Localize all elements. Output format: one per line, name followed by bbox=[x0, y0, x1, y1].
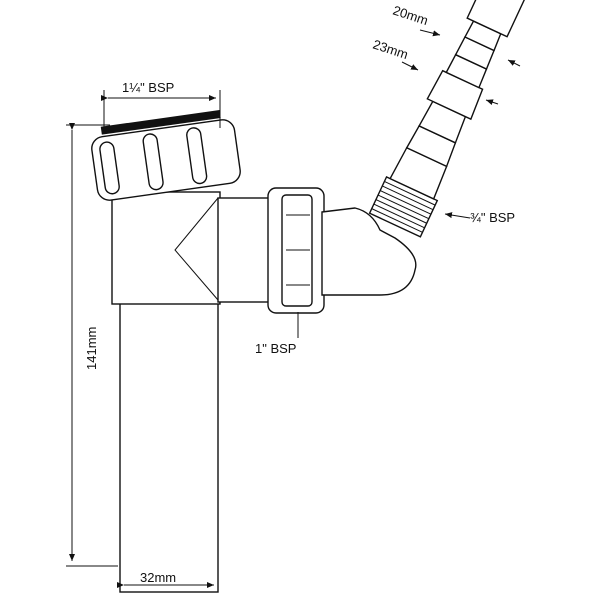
hose-bsp-label: ¾" BSP bbox=[470, 210, 515, 225]
top-bsp-label: 1¼" BSP bbox=[122, 80, 174, 95]
hose-tail bbox=[368, 0, 527, 238]
elbow bbox=[321, 207, 417, 296]
tail-pipe bbox=[119, 299, 219, 593]
hose-23mm-label: 23mm bbox=[371, 37, 410, 62]
side-nut bbox=[267, 187, 325, 314]
tee-body bbox=[111, 191, 221, 305]
side-bsp-label: 1" BSP bbox=[255, 341, 296, 356]
branch-junction bbox=[174, 197, 219, 301]
hose-20mm-label: 20mm bbox=[391, 3, 430, 28]
dimension-lines bbox=[66, 29, 521, 588]
top-nut bbox=[91, 110, 241, 201]
side-branch bbox=[217, 197, 271, 303]
width-dimension-label: 32mm bbox=[140, 570, 176, 585]
height-dimension-label: 141mm bbox=[84, 327, 99, 370]
